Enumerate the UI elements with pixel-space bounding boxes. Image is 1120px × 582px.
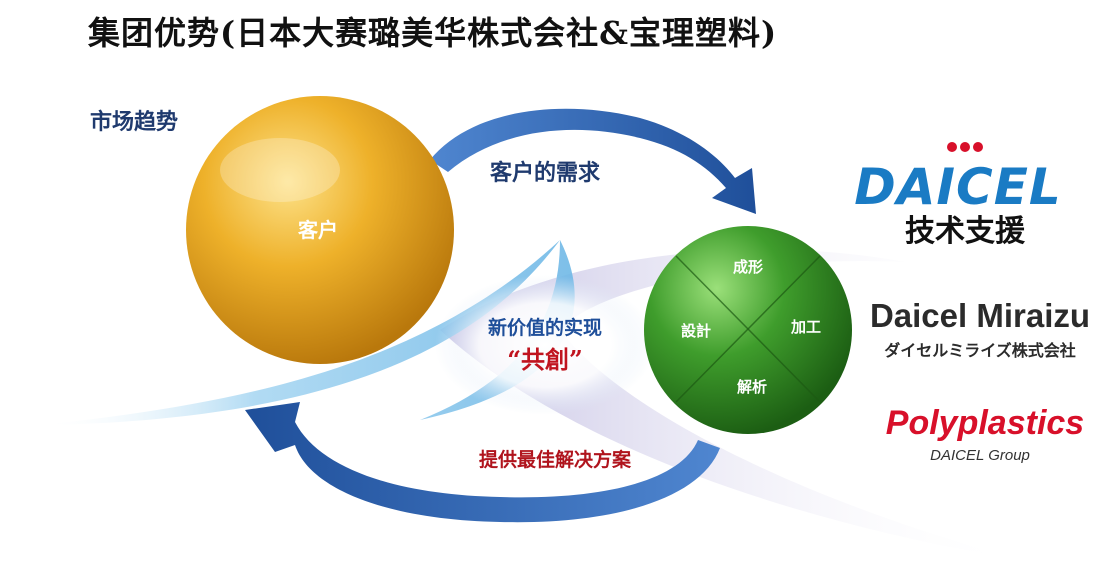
customer-sphere-highlight [220,138,340,202]
daicel-subtitle: 技术支援 [905,214,1026,249]
center-glow [435,275,655,415]
quadrant-right: 加工 [790,318,821,336]
sphere-divider-2 [675,255,821,403]
quadrant-left: 設計 [681,322,711,340]
daicel-dot-3 [973,142,983,152]
bottom-arrow [245,402,720,523]
polyplastics-subtitle: DAICEL Group [930,447,1030,464]
center-label-line2: “共創” [507,345,583,374]
daicel-dot-2 [960,142,970,152]
page-title: 集团优势(日本大赛璐美华株式会社&宝理塑料) [88,14,778,52]
polyplastics-logo-text: Polyplastics [886,404,1084,442]
miraizu-subtitle: ダイセルミライズ株式会社 [884,341,1076,360]
miraizu-logo-text: Daicel Miraizu [870,297,1090,334]
bottom-arrow-label: 提供最佳解决方案 [479,448,632,471]
daicel-logo-text: DAICEL [854,158,1062,216]
quadrant-top: 成形 [733,258,763,276]
top-arrow-label: 客户的需求 [490,160,600,186]
top-arrow [430,108,756,214]
center-label-line1: 新价值的实现 [488,316,602,339]
customer-sphere [186,96,454,364]
quadrant-bottom: 解析 [737,378,767,396]
blue-swoosh [40,240,575,425]
customer-label: 客户 [297,218,338,242]
daicel-dot-1 [947,142,957,152]
market-trend-label: 市场趋势 [90,110,179,135]
